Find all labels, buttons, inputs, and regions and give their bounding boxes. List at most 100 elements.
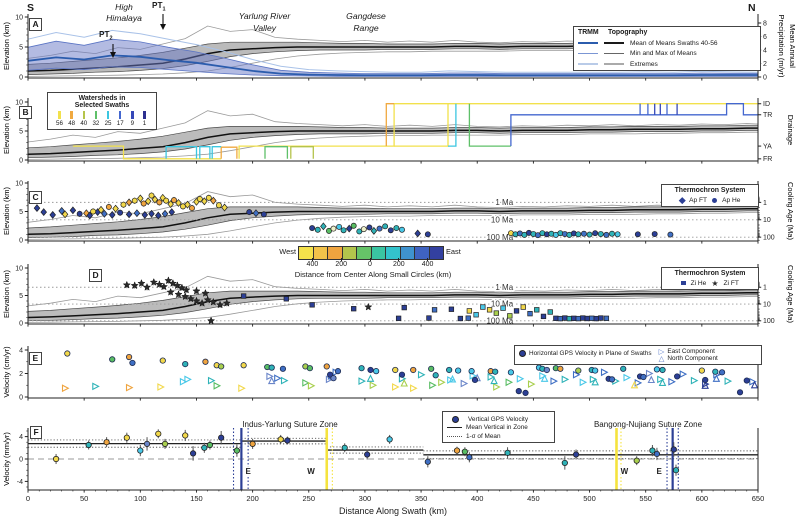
gps-horizontal-point	[698, 367, 705, 374]
pt1-subscript: 1	[162, 6, 166, 13]
apatite-he-point	[189, 205, 195, 212]
watershed-color-swatch	[94, 111, 98, 119]
panel-d-letter: D	[89, 269, 103, 282]
zircon-he-point	[571, 315, 577, 321]
y-tick-label: 5	[19, 293, 23, 300]
watershed-outline	[220, 146, 238, 159]
colorbar-tick	[340, 258, 342, 261]
age-tick-label: 10	[763, 301, 771, 308]
age-tick-label: 10	[763, 217, 771, 224]
y-tick-label: 10	[15, 14, 23, 21]
pt1-text: PT	[152, 1, 163, 10]
gps-east-component-point	[266, 372, 274, 381]
gps-vertical-point	[341, 444, 348, 451]
apatite-he-point	[387, 227, 394, 234]
zircon-he-marker-icon	[681, 280, 686, 286]
topo-minmax-band	[27, 124, 759, 159]
age-line-label: 1 Ma	[495, 198, 513, 207]
gps-horizontal-point	[334, 368, 342, 375]
panel-a-ylabel: Elevation (km)	[2, 22, 11, 70]
gps-horizontal-point	[653, 366, 661, 373]
watershed-color-swatch	[118, 111, 122, 119]
zircon-ft-point	[364, 302, 373, 311]
gps-north-component-point	[647, 375, 656, 384]
legend-row-label: Extremes	[630, 60, 658, 68]
gps-horizontal-point	[674, 373, 681, 380]
colorbar-west-label: West	[279, 247, 296, 256]
precip-extremes-line	[27, 29, 759, 73]
bangong-nujiang-suture-label: Bangong-Nujiang Suture Zone	[593, 420, 703, 429]
zircon-he-point	[557, 315, 563, 322]
horizontal-gps-legend-label: Horizontal GPS Velocity in Plane of Swat…	[529, 350, 652, 357]
gps-horizontal-point	[218, 363, 225, 370]
gps-north-component-point	[712, 374, 721, 382]
apatite-he-point	[90, 208, 97, 215]
gps-horizontal-point	[159, 357, 166, 364]
panel-f-letter: F	[30, 426, 43, 439]
component-legend-label: East Component	[667, 348, 715, 355]
gps-vertical-point	[85, 441, 92, 449]
colorbar-segment	[428, 247, 443, 259]
zircon-ft-point	[222, 298, 231, 307]
gps-horizontal-point	[659, 366, 666, 374]
apatite-ft-point	[155, 211, 162, 220]
zircon-he-point	[401, 304, 407, 311]
zircon-ft-point	[168, 279, 178, 287]
drainage-tick-label: ID	[763, 101, 770, 108]
zircon-he-point	[351, 306, 357, 312]
gps-vertical-point	[284, 437, 291, 444]
apatite-he-point	[586, 231, 593, 238]
legend-row: Extremes	[578, 61, 756, 68]
x-tick-label: 150	[190, 494, 203, 503]
watershed-number: 40	[80, 120, 88, 127]
topo-extremes-max-line	[27, 275, 759, 307]
trmm-line-swatch	[578, 63, 598, 65]
gps-vertical-point	[206, 441, 214, 449]
gps-east-component-point	[307, 381, 316, 390]
gps-east-component-point	[469, 371, 478, 380]
apatite-ft-point	[252, 209, 260, 218]
gps-east-component-point	[550, 377, 558, 386]
zircon-ft-point	[137, 279, 146, 287]
gps-east-component-point	[623, 373, 631, 382]
gps-east-component-point	[92, 382, 100, 391]
x-tick-label: 50	[80, 494, 88, 503]
apatite-ft-point	[33, 204, 41, 213]
gps-vertical-point	[424, 458, 431, 465]
apatite-he-point	[614, 231, 621, 238]
gps-vertical-point	[189, 450, 197, 457]
watershed-color-swatch	[58, 111, 61, 119]
panel-b-right-ylabel: Drainage	[786, 115, 795, 145]
gps-horizontal-point	[608, 376, 616, 383]
x-tick-label: 250	[303, 494, 316, 503]
gps-east-component-point	[589, 375, 598, 384]
zircon-ft-point	[142, 282, 152, 291]
gps-east-component-point	[157, 383, 165, 391]
watershed-outline	[510, 103, 758, 147]
watersheds-legend-title-2: Selected Swaths	[74, 102, 130, 109]
zircon-ft-point	[181, 292, 190, 301]
zircon-ft-point	[182, 285, 191, 294]
watershed-color-swatch	[106, 111, 110, 119]
colorbar-segment	[356, 247, 371, 259]
gps-north-component-point	[400, 378, 408, 387]
gps-horizontal-point	[446, 366, 453, 374]
colorbar-tick	[369, 258, 371, 261]
gps-horizontal-point	[202, 358, 209, 365]
zircon-he-point	[553, 315, 559, 321]
watershed-outline	[72, 145, 222, 160]
gps-north-component-point	[658, 378, 667, 386]
apatite-he-point	[163, 197, 170, 204]
zircon-he-point	[584, 315, 590, 322]
apatite-he-point	[651, 231, 658, 237]
apatite-he-point	[215, 202, 222, 209]
zircon-ft-point	[177, 283, 187, 292]
watershed-color-item: 17	[115, 111, 126, 127]
suture-side-letter: W	[621, 467, 629, 476]
watersheds-legend-title-1: Watersheds in	[78, 95, 126, 102]
panel-a-right-ylabel-line1: Mean Annual	[788, 24, 797, 68]
legend-horizontal-gps: Horizontal GPS Velocity in Plane of Swat…	[514, 345, 762, 365]
pt2-subscript: 2	[109, 35, 113, 42]
